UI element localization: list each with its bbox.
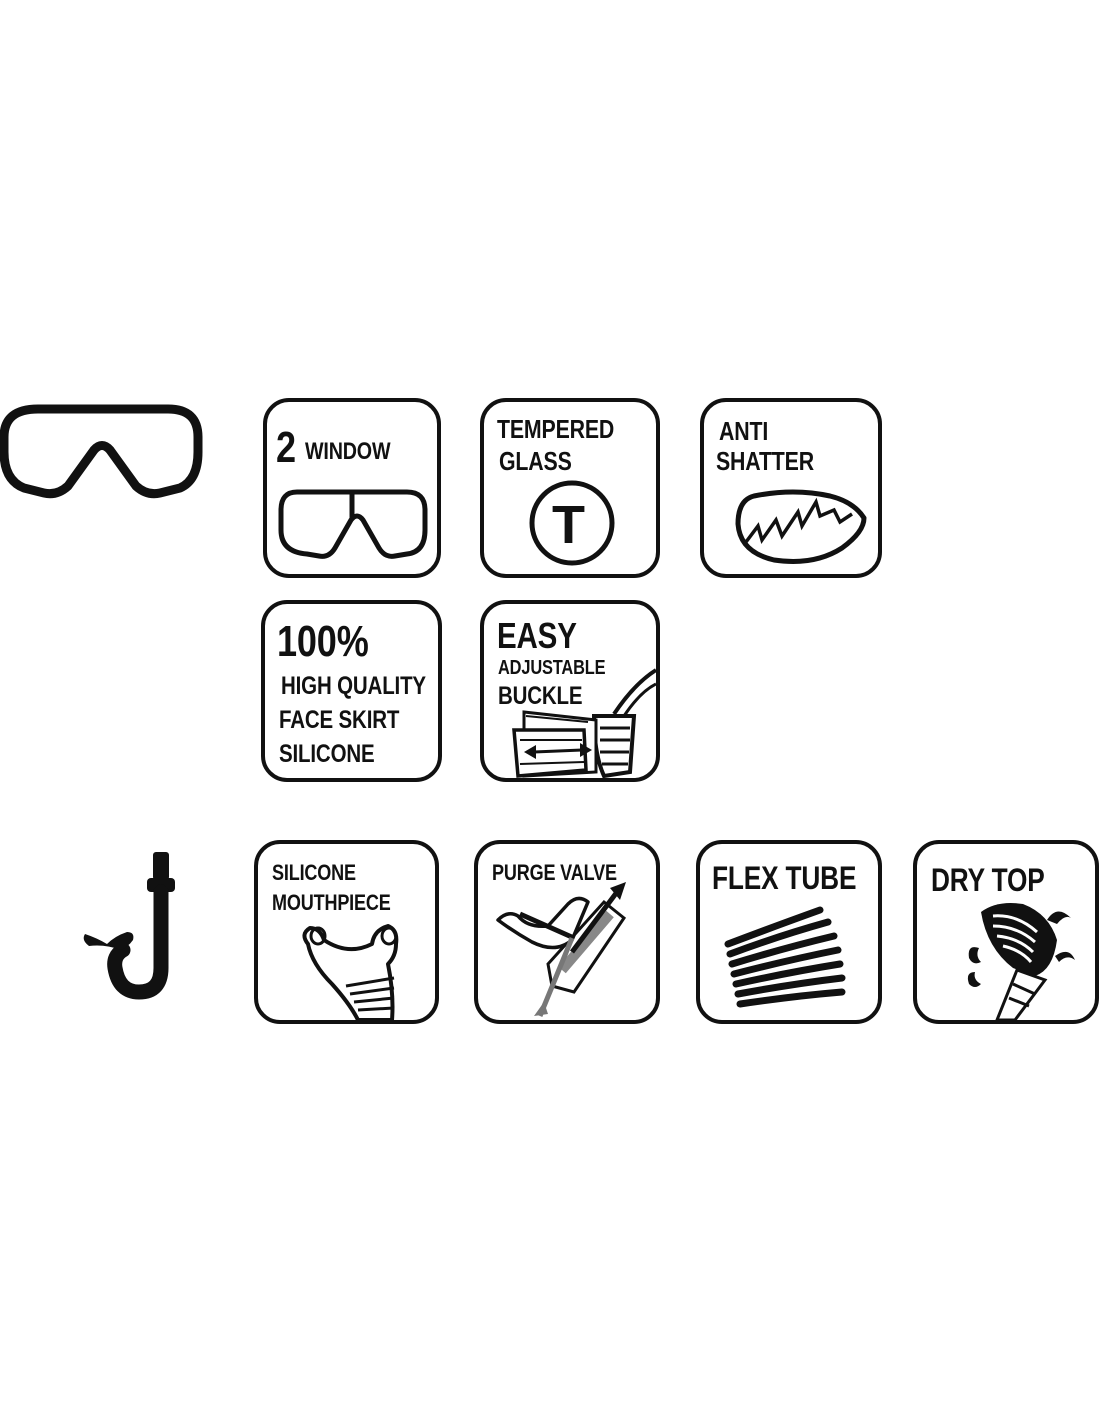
snorkel-icon — [83, 852, 175, 1000]
tile-adjustable-label: ADJUSTABLE — [498, 657, 606, 679]
feature-tile-purge-valve: PURGE VALVE — [474, 840, 660, 1024]
feature-tile-anti-shatter: ANTI SHATTER — [700, 398, 882, 578]
tile-tempered-label: TEMPERED — [497, 414, 615, 444]
dive-mask-icon — [0, 404, 203, 499]
tile-shatter-label: SHATTER — [716, 446, 814, 476]
feature-tile-mouthpiece: SILICONE MOUTHPIECE — [254, 840, 439, 1024]
feature-tile-face-skirt: 100% HIGH QUALITY FACE SKIRT SILICONE — [261, 600, 442, 782]
tile-silicone-mouth-label: SILICONE — [272, 860, 356, 885]
flex-tube-icon — [724, 906, 846, 1008]
two-window-mask-icon — [278, 489, 428, 559]
feature-tile-dry-top: DRY TOP — [913, 840, 1099, 1024]
tempered-glass-circle-icon — [529, 480, 615, 566]
tempered-glass-t-icon: T — [552, 495, 585, 555]
tile-flex-tube-label: FLEX TUBE — [712, 860, 857, 896]
tile-high-quality-label: HIGH QUALITY — [281, 672, 426, 700]
tile-100-percent-label: 100% — [277, 617, 369, 666]
mouthpiece-icon — [302, 924, 399, 1020]
purge-valve-icon — [496, 882, 627, 1017]
feature-tile-tempered-glass: TEMPERED GLASS T — [480, 398, 660, 578]
feature-tile-two-window: 2 WINDOW — [263, 398, 441, 578]
tile-buckle-label: BUCKLE — [498, 682, 583, 710]
tile-2-window-label: WINDOW — [305, 438, 391, 465]
tile-easy-label: EASY — [497, 615, 577, 656]
tile-silicone-label: SILICONE — [279, 740, 375, 768]
adjustable-buckle-icon — [512, 668, 656, 778]
tile-mouthpiece-label: MOUTHPIECE — [272, 890, 391, 915]
feature-tile-flex-tube: FLEX TUBE — [696, 840, 882, 1024]
dry-top-icon — [967, 903, 1075, 1020]
tile-purge-valve-label: PURGE VALVE — [492, 860, 617, 885]
feature-tile-buckle: EASY ADJUSTABLE BUCKLE — [480, 600, 660, 782]
tile-anti-label: ANTI — [719, 416, 769, 446]
tile-face-skirt-label: FACE SKIRT — [279, 706, 400, 734]
tile-glass-label: GLASS — [499, 446, 572, 476]
tile-dry-top-label: DRY TOP — [931, 862, 1045, 898]
cracked-lens-icon — [735, 489, 867, 564]
tile-2-window-number: 2 — [276, 423, 296, 472]
